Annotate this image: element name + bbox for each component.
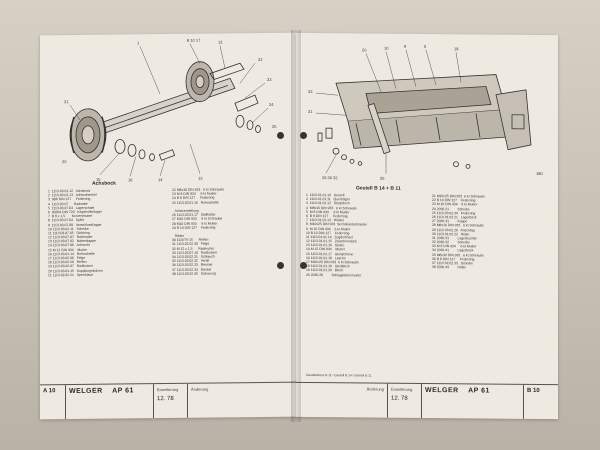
section-title: Gestell B 14 + B 11: [356, 185, 401, 192]
parts-list-row: 20 2030.28 Schlagkastenmutter: [306, 272, 362, 277]
svg-text:29 30 32: 29 30 32: [322, 175, 338, 180]
edition-date: 12. 78: [157, 395, 174, 403]
svg-text:180: 180: [536, 171, 543, 176]
book-spine: [291, 30, 301, 422]
change-cell: Änderung: [296, 382, 388, 418]
brand-cell: WELGER AP 61: [422, 383, 524, 419]
left-footer: A 10 WELGER AP 61 Erweiterung 12. 78 Änd…: [40, 381, 296, 420]
svg-text:16: 16: [128, 177, 133, 182]
model-name: AP 61: [112, 387, 134, 395]
svg-text:13: 13: [198, 176, 203, 181]
change-cell: Änderung: [188, 383, 296, 418]
page-number: B 10: [527, 387, 540, 394]
edition-label: Erweiterung: [391, 386, 413, 392]
frame-exploded-diagram: 20 10 9 5 18 33 31 29 30 32 26 180: [308, 44, 543, 181]
punch-hole: [277, 132, 284, 139]
parts-list-row: 38 1113.03.02.35 Sicherung: [172, 271, 216, 276]
punch-hole: [300, 262, 307, 269]
svg-text:9: 9: [404, 44, 407, 49]
brand-cell: WELGER AP 61: [66, 384, 154, 420]
svg-text:25: 25: [272, 124, 277, 129]
parts-list-row: 38 2030.43 Hülse: [432, 265, 467, 270]
svg-text:26: 26: [380, 176, 385, 181]
figure-note: Gestellstütze B 11 / Gestell B 14 / Gest…: [306, 372, 372, 378]
section-title: Achsbock: [92, 180, 116, 187]
svg-text:14: 14: [158, 177, 163, 182]
edition-cell: Erweiterung 12. 78: [154, 383, 188, 419]
left-page: 1 8 10 17 12 22 23 24 25 15 16 14 13 21 …: [40, 32, 296, 420]
axle-exploded-diagram: 1 8 10 17 12 22 23 24 25 15 16 14 13 21 …: [62, 38, 277, 183]
svg-text:5: 5: [424, 44, 427, 49]
svg-text:21: 21: [64, 99, 69, 104]
svg-text:1: 1: [137, 40, 140, 45]
svg-text:31: 31: [308, 109, 313, 114]
punch-hole: [300, 132, 307, 139]
model-name: AP 61: [468, 387, 490, 395]
right-page: 20 10 9 5 18 33 31 29 30 32 26 180 Geste…: [296, 32, 558, 420]
parts-list-row: 21 1113.02.02.21 Sperrklaue: [48, 272, 94, 278]
change-label: Änderung: [366, 386, 384, 392]
edition-label: Erweiterung: [157, 386, 179, 393]
edition-cell: Erweiterung 12. 78: [388, 383, 422, 418]
parts-list-row: 25 1113.03.01.16 Rohrschelle: [172, 200, 219, 205]
svg-text:18: 18: [454, 46, 459, 51]
right-footer: Änderung Erweiterung 12. 78 WELGER AP 61…: [296, 381, 558, 420]
svg-text:20: 20: [62, 159, 67, 164]
page-number: A 10: [40, 385, 66, 420]
brand-name: WELGER: [69, 387, 103, 396]
brand-name: WELGER: [425, 386, 459, 395]
punch-hole: [277, 262, 284, 269]
svg-text:8 10 17: 8 10 17: [187, 38, 201, 43]
svg-text:12: 12: [218, 39, 223, 44]
change-label: Änderung: [191, 386, 209, 392]
svg-text:10: 10: [384, 46, 389, 51]
svg-text:24: 24: [269, 102, 274, 107]
svg-text:22: 22: [258, 57, 263, 62]
svg-text:23: 23: [267, 77, 272, 82]
svg-text:20: 20: [362, 47, 367, 52]
svg-text:33: 33: [308, 89, 313, 94]
svg-text:15: 15: [96, 177, 101, 182]
edition-date: 12. 78: [391, 395, 408, 402]
